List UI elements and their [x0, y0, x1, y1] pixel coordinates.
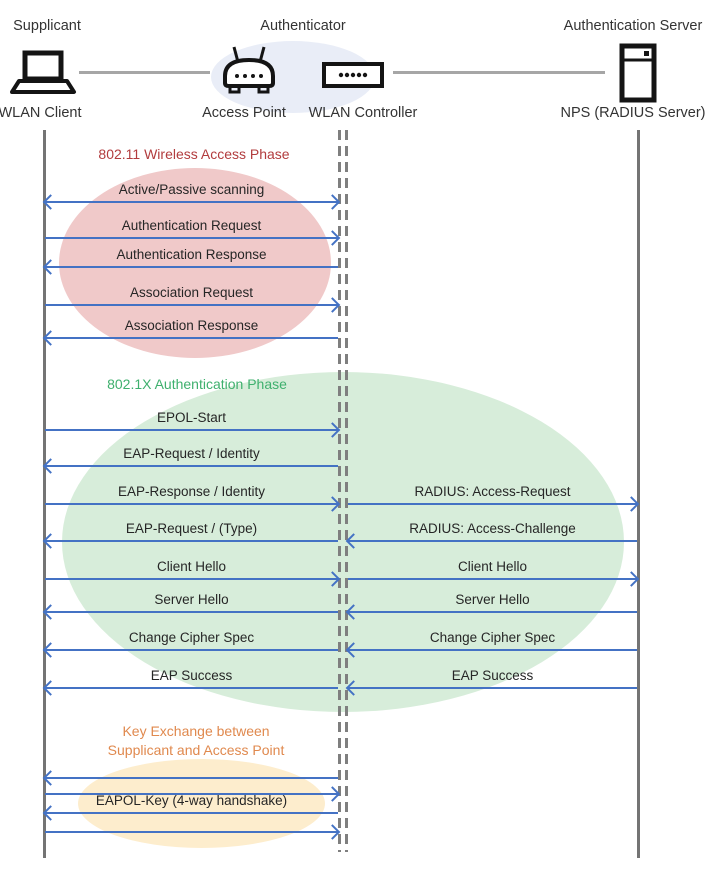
- message-label: Server Hello: [455, 592, 530, 607]
- lifeline-nps-server: [637, 130, 640, 858]
- key-exchange-title-line2: Supplicant and Access Point: [107, 742, 285, 758]
- lifeline-wlan-controller-dash-2: [345, 130, 348, 852]
- message-label: Server Hello: [154, 592, 229, 607]
- lifeline-wlan-client: [43, 130, 46, 858]
- role-authenticator: Authenticator: [260, 18, 346, 34]
- message-label: Active/Passive scanning: [118, 182, 265, 197]
- message-label: RADIUS: Access-Challenge: [409, 521, 576, 536]
- message-label: Client Hello: [156, 559, 227, 574]
- message-label: EAP Success: [150, 668, 233, 683]
- wireless-phase-ellipse: [59, 168, 331, 358]
- message-label: EAPOL-Key (4-way handshake): [95, 793, 288, 808]
- key-exchange-title-line1: Key Exchange between: [122, 723, 270, 739]
- role-authentication-server: Authentication Server: [563, 18, 703, 34]
- message-label: EAP-Request / Identity: [123, 446, 260, 461]
- node-wlan-controller: WLAN Controller: [308, 105, 418, 121]
- message-label: Client Hello: [457, 559, 528, 574]
- connector-wlc-server: [393, 71, 605, 74]
- message-label: Association Request: [129, 285, 254, 300]
- key-exchange-ellipse: [78, 759, 325, 848]
- message-label: EAP-Response / Identity: [117, 484, 266, 499]
- role-supplicant: Supplicant: [13, 18, 81, 34]
- connector-client-ap: [79, 71, 210, 74]
- message-label: EAP-Request / (Type): [125, 521, 258, 536]
- auth-phase-ellipse: [62, 372, 624, 712]
- auth-phase-title: 802.1X Authentication Phase: [107, 376, 287, 392]
- key-exchange-title: Key Exchange between Supplicant and Acce…: [108, 722, 285, 760]
- message-label: Authentication Response: [116, 247, 267, 262]
- lifeline-wlan-controller-dash-1: [338, 130, 341, 852]
- server-icon: [619, 43, 657, 108]
- message-label: RADIUS: Access-Request: [414, 484, 571, 499]
- node-wlan-client: WLAN Client: [0, 105, 82, 121]
- message-label: Change Cipher Spec: [429, 630, 556, 645]
- message-label: Change Cipher Spec: [128, 630, 255, 645]
- wlan-controller-icon: [322, 62, 384, 93]
- message-label: EPOL-Start: [156, 410, 227, 425]
- wireless-phase-title: 802.11 Wireless Access Phase: [98, 146, 290, 162]
- message-label: Authentication Request: [121, 218, 262, 233]
- laptop-icon: [8, 50, 80, 103]
- message-label: EAP Success: [451, 668, 534, 683]
- node-nps-radius-server: NPS (RADIUS Server): [560, 105, 706, 121]
- node-access-point: Access Point: [202, 105, 286, 121]
- access-point-icon: [220, 45, 278, 102]
- message-label: Association Response: [124, 318, 259, 333]
